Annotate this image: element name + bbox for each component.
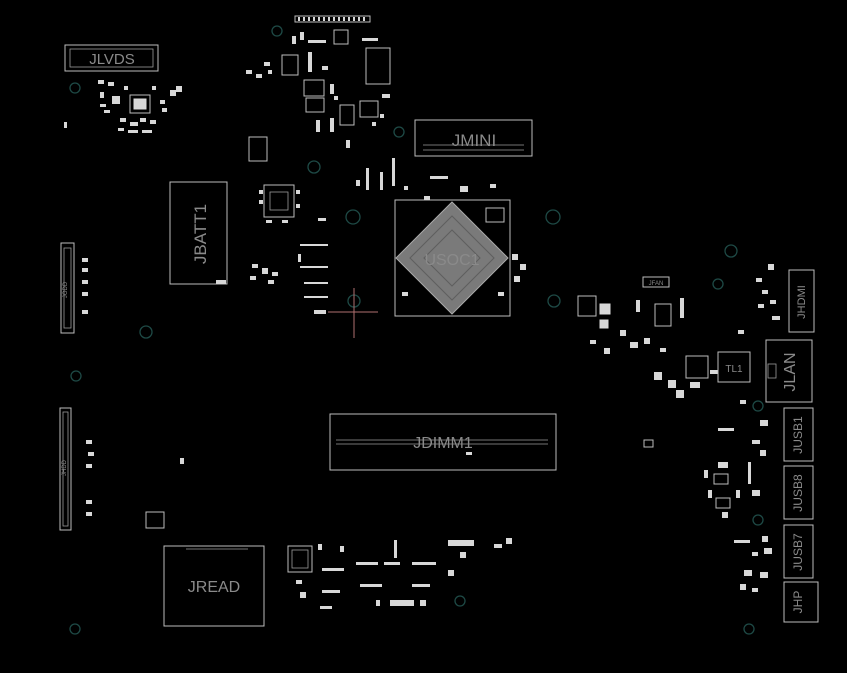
jfan-label: JFAN	[649, 281, 664, 287]
connector-jusb7[interactable]: JUSB7	[783, 524, 814, 579]
socket-usoc1[interactable]: USOC1	[394, 184, 526, 317]
tl1-label: TL1	[725, 364, 743, 375]
connector-jmini[interactable]: JMINI	[414, 119, 533, 157]
usb-support-components	[643, 400, 772, 592]
connector-jodd[interactable]: JODD	[60, 242, 88, 334]
jhdmi-support	[756, 264, 780, 320]
jusb8-label: JUSB8	[791, 474, 805, 512]
connector-jlan[interactable]: JLAN	[765, 339, 813, 403]
jhdd-label: JHDD	[62, 459, 68, 476]
connector-jread[interactable]: JREAD	[163, 545, 265, 627]
connector-jusb1[interactable]: JUSB1	[783, 407, 814, 462]
connector-jdimm1[interactable]: JDIMM1	[329, 413, 557, 471]
connector-jlvds[interactable]: JLVDS	[64, 44, 159, 72]
jbatt-support-components	[216, 244, 328, 314]
connector-jhdd[interactable]: JHDD	[59, 407, 184, 531]
jodd-label: JODD	[63, 281, 69, 298]
jbatt1-label: JBATT1	[191, 204, 210, 264]
right-middle-components	[577, 295, 744, 398]
jread-label: JREAD	[188, 579, 240, 596]
jhp-label: JHP	[791, 591, 805, 614]
jdimm1-label: JDIMM1	[413, 435, 473, 452]
usoc1-label: USOC1	[424, 252, 479, 269]
top-header-connector[interactable]	[294, 15, 371, 23]
connector-jfan[interactable]: JFAN	[642, 276, 670, 288]
usoc1-ball-grid	[395, 201, 509, 315]
jlan-label: JLAN	[782, 352, 799, 391]
jusb1-label: JUSB1	[791, 416, 805, 454]
connector-jbatt1[interactable]: JBATT1	[169, 181, 228, 285]
jmini-label: JMINI	[452, 131, 496, 150]
jusb7-label: JUSB7	[791, 533, 805, 571]
connector-jhdmi[interactable]: JHDMI	[788, 269, 815, 333]
jlvds-label: JLVDS	[89, 51, 135, 68]
center-passives	[356, 158, 448, 190]
transformer-tl1[interactable]: TL1	[717, 351, 751, 383]
connector-jhp[interactable]: JHP	[783, 581, 819, 623]
jread-support-components	[145, 511, 512, 609]
cursor-crosshair	[328, 288, 378, 338]
jlvds-support-components	[64, 80, 182, 133]
top-center-components	[246, 29, 391, 148]
jhdmi-label: JHDMI	[796, 285, 808, 319]
mounting-holes	[69, 25, 764, 635]
chip-near-jbatt	[248, 136, 326, 223]
connector-jusb8[interactable]: JUSB8	[783, 465, 814, 520]
